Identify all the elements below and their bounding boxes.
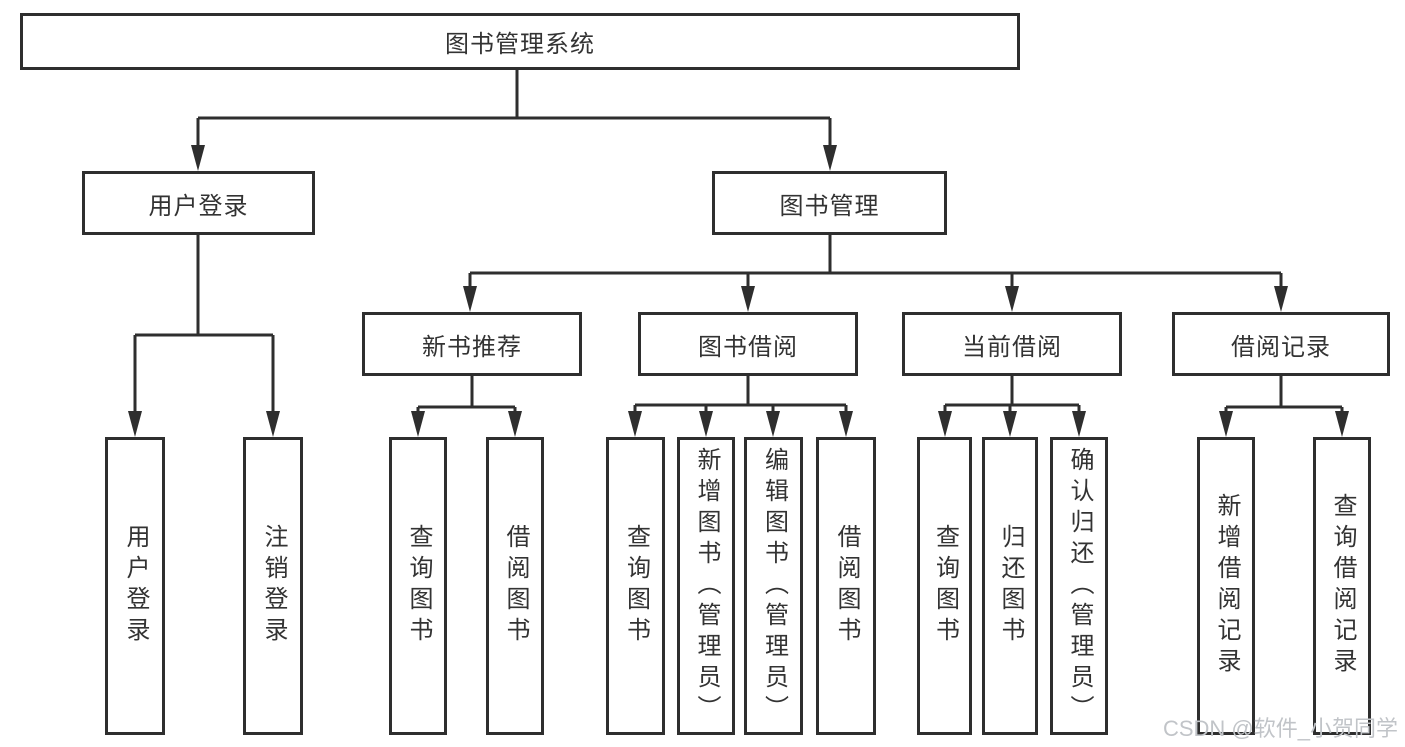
leaf-query-book-borrow-label: 查询图书: [622, 524, 650, 648]
node-root-label: 图书管理系统: [445, 31, 595, 58]
leaf-query-book-current: 查询图书: [917, 437, 972, 735]
leaf-confirm-return-admin-label: 确认归还（管理员）: [1066, 446, 1093, 726]
leaf-logout-label: 注销登录: [260, 524, 287, 648]
leaf-add-book-admin-label: 新增图书（管理员）: [693, 446, 720, 726]
node-new-book-recommend-label: 新书推荐: [422, 333, 522, 361]
node-book-borrow: 图书借阅: [638, 312, 858, 376]
node-borrow-record-label: 借阅记录: [1231, 333, 1331, 361]
leaf-borrow-book-recommend-label: 借阅图书: [502, 524, 529, 648]
leaf-query-book-recommend: 查询图书: [389, 437, 447, 735]
leaf-return-book-label: 归还图书: [997, 524, 1024, 648]
node-user-login-label: 用户登录: [148, 192, 249, 220]
leaf-add-borrow-record: 新增借阅记录: [1197, 437, 1255, 735]
node-book-management-label: 图书管理: [779, 192, 880, 220]
watermark: CSDN @软件_小贺同学: [1162, 716, 1398, 741]
leaf-logout: 注销登录: [243, 437, 303, 735]
leaf-borrow-book: 借阅图书: [816, 437, 876, 735]
node-book-management: 图书管理: [712, 171, 947, 235]
leaf-edit-book-admin-label: 编辑图书（管理员）: [760, 446, 788, 726]
leaf-add-book-admin: 新增图书（管理员）: [677, 437, 735, 735]
leaf-query-book-current-label: 查询图书: [931, 524, 959, 648]
leaf-query-borrow-record-label: 查询借阅记录: [1329, 493, 1356, 679]
leaf-borrow-book-recommend: 借阅图书: [486, 437, 544, 735]
leaf-user-login-label: 用户登录: [122, 524, 149, 648]
leaf-query-book-recommend-label: 查询图书: [405, 524, 432, 648]
arrowheads: [128, 145, 1349, 437]
node-current-borrow-label: 当前借阅: [962, 333, 1062, 361]
leaf-borrow-book-label: 借阅图书: [833, 524, 860, 648]
node-user-login: 用户登录: [82, 171, 315, 235]
leaf-edit-book-admin: 编辑图书（管理员）: [744, 437, 803, 735]
leaf-confirm-return-admin: 确认归还（管理员）: [1050, 437, 1108, 735]
leaf-return-book: 归还图书: [982, 437, 1038, 735]
leaf-add-borrow-record-label: 新增借阅记录: [1213, 493, 1240, 679]
node-current-borrow: 当前借阅: [902, 312, 1122, 376]
leaf-query-book-borrow: 查询图书: [606, 437, 665, 735]
node-book-borrow-label: 图书借阅: [698, 333, 798, 361]
leaf-user-login: 用户登录: [105, 437, 165, 735]
node-root: 图书管理系统: [20, 13, 1020, 70]
node-borrow-record: 借阅记录: [1172, 312, 1390, 376]
node-new-book-recommend: 新书推荐: [362, 312, 582, 376]
leaf-query-borrow-record: 查询借阅记录: [1313, 437, 1371, 735]
